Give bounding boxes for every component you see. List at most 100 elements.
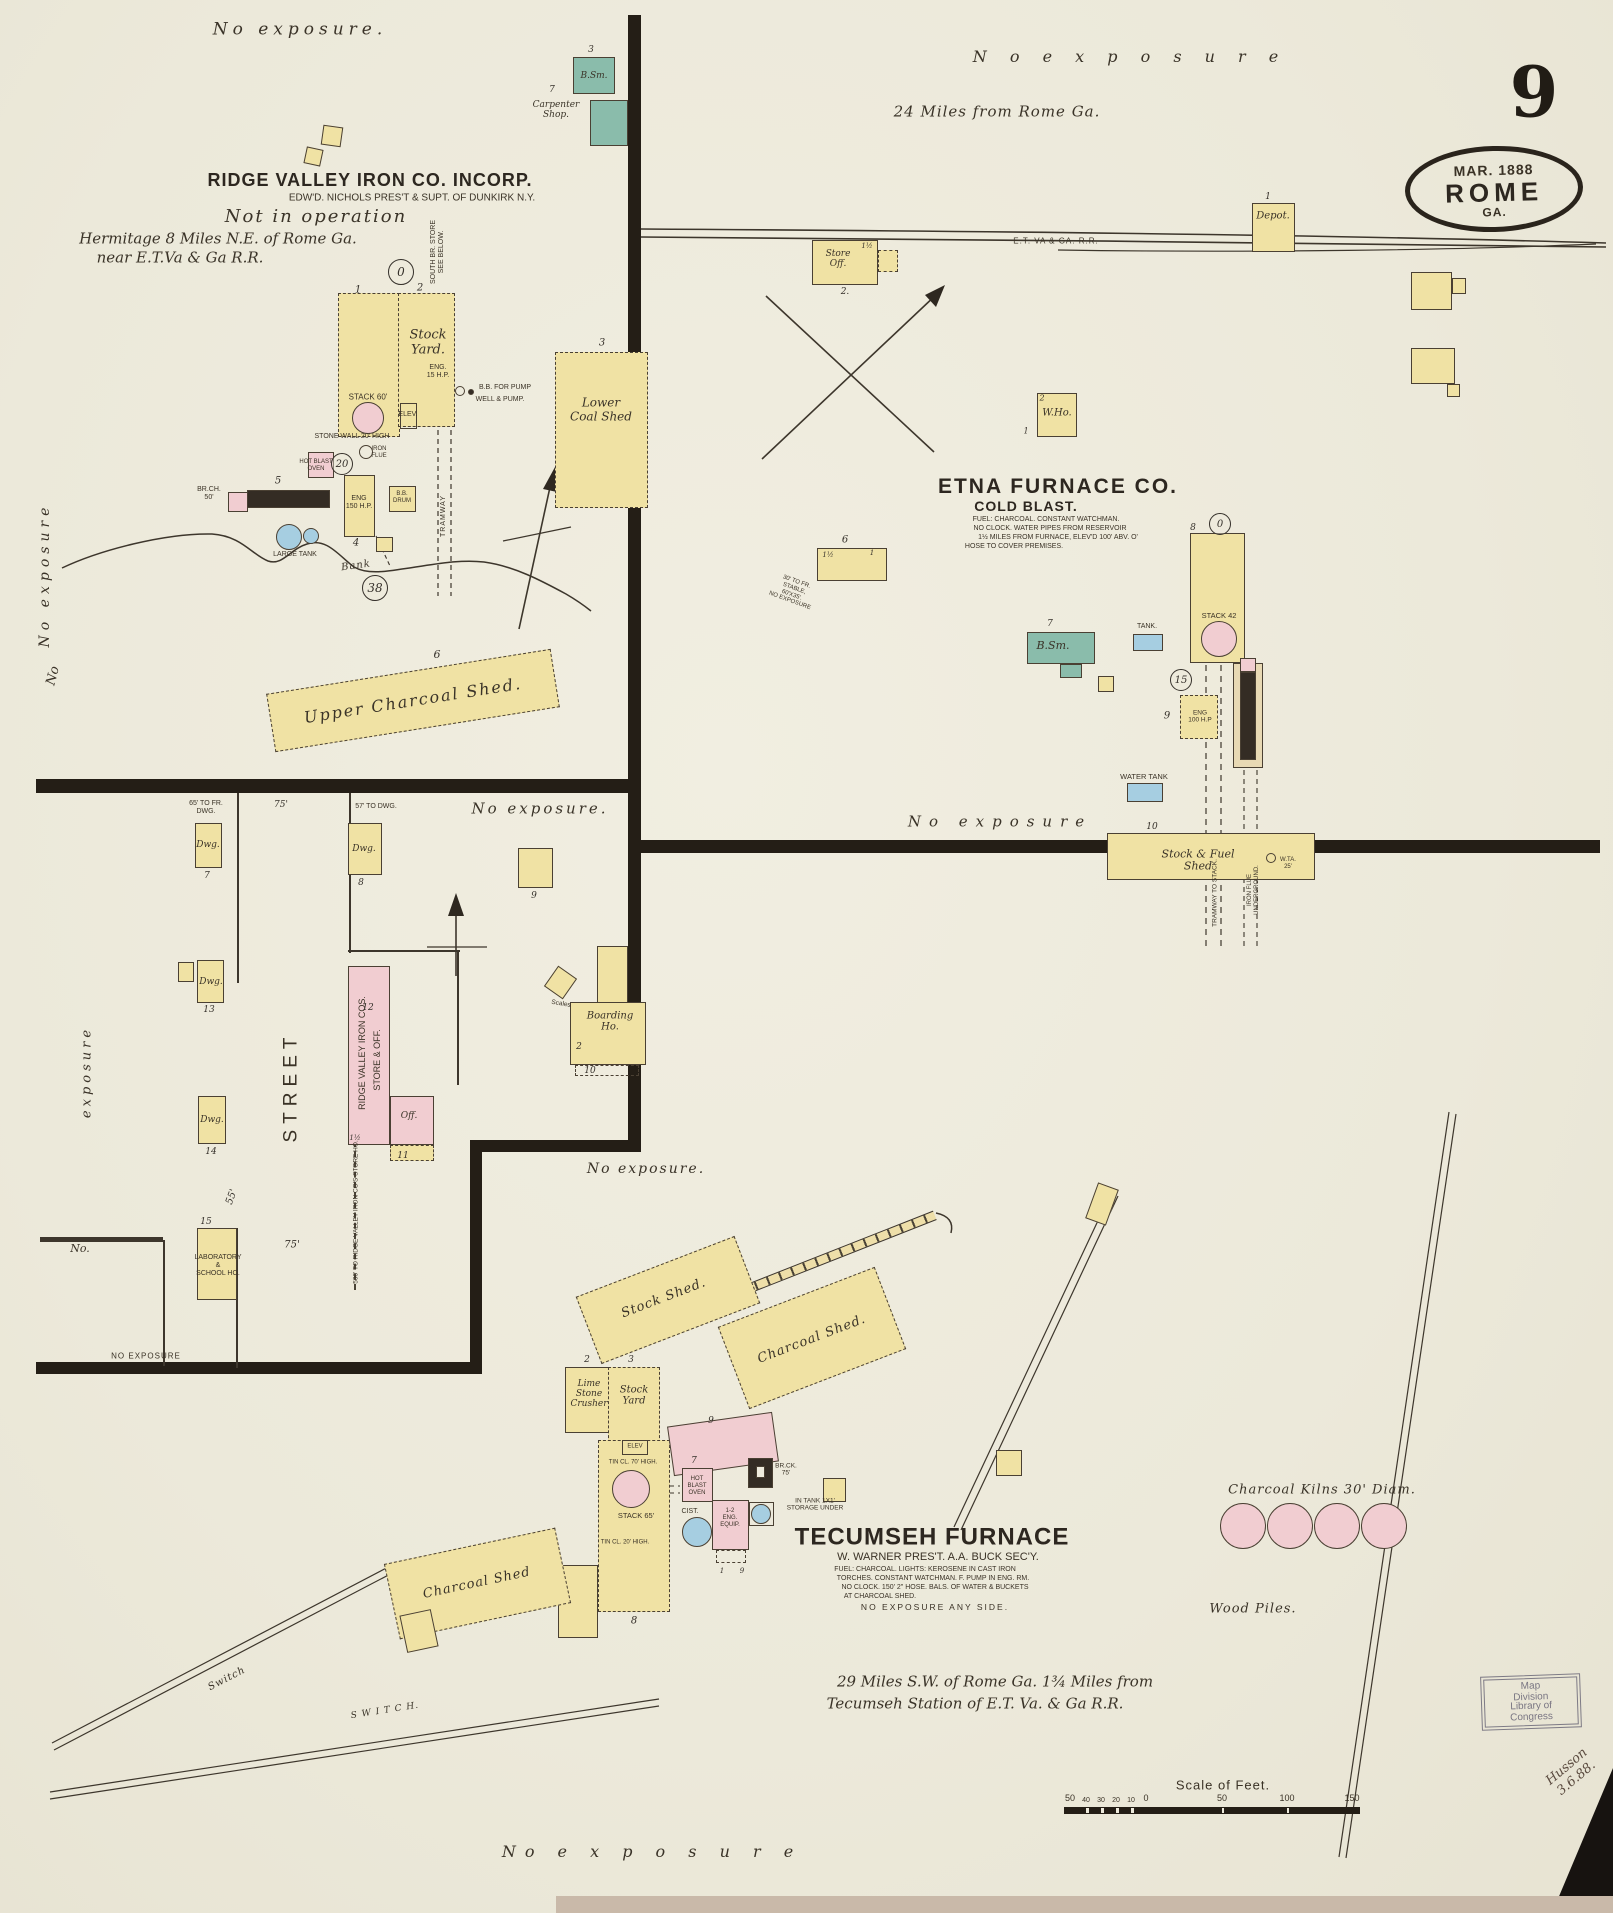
scale-bar-gap — [1222, 1808, 1224, 1813]
map-label: COLD BLAST. — [974, 498, 1078, 515]
map-label: 12 — [362, 1002, 374, 1013]
map-label: TORCHES. CONSTANT WATCHMAN. F. PUMP IN E… — [836, 1575, 1030, 1583]
scale-tick-label: 10 — [1127, 1797, 1135, 1805]
engine-house — [1180, 695, 1218, 739]
dwelling — [197, 960, 224, 1003]
map-label: Stock Yard — [619, 1384, 649, 1407]
lower-coal-shed — [555, 352, 648, 508]
bb-drum — [389, 486, 416, 512]
north-arrow — [761, 292, 939, 460]
map-label: 14 — [205, 1146, 217, 1157]
scale-tick-label: 150 — [1344, 1792, 1360, 1803]
engine-house — [344, 475, 375, 537]
library-stamp-line2: Library of Congress — [1509, 1699, 1554, 1724]
creek-line — [61, 533, 592, 612]
office — [390, 1096, 434, 1145]
map-label: 2 — [416, 282, 424, 294]
scale-bar-gap — [1116, 1808, 1119, 1813]
lot-line — [236, 1228, 238, 1368]
map-label: ELEV — [627, 1443, 643, 1450]
map-label: No exposure. — [212, 19, 388, 40]
map-label: 3 — [628, 1354, 634, 1365]
railroad-spur — [960, 1195, 1119, 1531]
railroad-spur — [935, 1212, 953, 1234]
map-label: STORE & OFF. — [371, 1029, 382, 1091]
elevator — [622, 1440, 648, 1455]
north-arrow — [502, 526, 572, 542]
map-label: STACK 65' — [617, 1510, 655, 1520]
map-label: Stock Yard. — [409, 327, 447, 357]
map-label: 29 Miles S.W. of Rome Ga. 1¾ Miles from — [836, 1672, 1154, 1691]
map-label: 9 — [708, 1415, 714, 1426]
lot-line — [163, 1240, 165, 1366]
map-label: TIN CL. 20' HIGH. — [600, 1539, 650, 1546]
map-label: ETNA FURNACE CO. — [937, 475, 1179, 499]
map-label: 2. — [840, 286, 850, 297]
map-label: STACK 60' — [348, 392, 388, 402]
map-label: 2 — [584, 1354, 590, 1365]
paper-corner-shadow — [1552, 1768, 1613, 1913]
map-label: W. WARNER PRES'T. A.A. BUCK SEC'Y. — [837, 1550, 1039, 1563]
lot-line — [237, 793, 239, 983]
map-label: 6 — [433, 647, 441, 661]
map-label: LABORATORY & SCHOOL HO. — [194, 1254, 242, 1277]
map-label: B.B. DRUM — [393, 491, 411, 504]
map-label: Dwg. — [352, 843, 376, 854]
trestle-head — [228, 492, 248, 512]
map-label: Wood Piles. — [1209, 1601, 1297, 1617]
map-label: Store Off. — [825, 248, 851, 269]
map-label: WELL & PUMP. — [475, 396, 525, 404]
stock-and-fuel-shed — [1107, 833, 1315, 880]
panel-border — [36, 779, 635, 793]
map-label: RIDGE VALLEY IRON COS. — [356, 996, 367, 1110]
panel-border — [470, 1140, 482, 1370]
iron-flue — [359, 445, 373, 459]
map-label: No exposure. — [471, 799, 609, 818]
distance-ring: 38 — [362, 575, 388, 601]
map-label: ENG 150 H.P. — [345, 495, 373, 510]
stamp-city: ROME — [1444, 176, 1544, 209]
scale-bar — [1064, 1807, 1360, 1814]
lot-line — [457, 950, 459, 1085]
distance-ring: 15 — [1170, 669, 1192, 691]
stock-yard — [608, 1367, 660, 1443]
map-label: TANK. — [1136, 623, 1158, 631]
stack-65 — [612, 1470, 650, 1508]
scale-bar-gap — [1086, 1808, 1089, 1813]
map-label: NO EXPOSURE ANY SIDE. — [860, 1602, 1010, 1613]
distance-ring: 20 — [331, 453, 353, 475]
sheet-number: 9 — [1509, 50, 1559, 134]
map-label: B.B. FOR PUMP — [478, 384, 532, 392]
map-label: STACK 42 — [1201, 610, 1237, 620]
map-label: 1½ MILES FROM FURNACE, ELEV'D 100' ABV. … — [978, 534, 1138, 542]
map-label: ELEV. — [398, 411, 418, 419]
map-label: ENG. 15 H.P. — [426, 364, 450, 379]
north-arrow-head — [543, 467, 557, 492]
map-label: 1 — [1023, 426, 1029, 436]
map-label: 9 — [531, 890, 537, 901]
map-label: STONE WALL 20' HIGH — [314, 433, 390, 441]
map-label: 1½ — [349, 1134, 361, 1143]
scale-tick-label: 0 — [1143, 1792, 1149, 1803]
scale-tick-label: 40 — [1082, 1797, 1090, 1805]
railroad-spur — [953, 1192, 1112, 1528]
map-label: W.TA. 25' — [1280, 857, 1296, 870]
map-label: HOT BLAST OVEN — [299, 459, 333, 472]
stable-building — [817, 548, 887, 581]
large-tank — [303, 528, 319, 544]
north-arrow-head — [448, 893, 464, 916]
elevator-trestle — [1240, 672, 1256, 760]
scale-bar-gap — [1101, 1808, 1104, 1813]
charcoal-kiln — [1220, 1503, 1266, 1549]
map-label: LARGE TANK — [273, 551, 317, 559]
map-label: 75' — [284, 1239, 300, 1251]
map-label: WATER TANK — [1120, 771, 1168, 781]
charcoal-kiln — [1361, 1503, 1407, 1549]
map-label: Dwg. — [200, 1114, 224, 1125]
laboratory-school-house — [197, 1228, 237, 1300]
map-label: 10 — [1146, 821, 1158, 832]
engine-equipment — [712, 1500, 749, 1550]
blacksmith-shop — [1027, 632, 1095, 664]
map-label: Hermitage 8 Miles N.E. of Rome Ga. — [79, 229, 357, 248]
